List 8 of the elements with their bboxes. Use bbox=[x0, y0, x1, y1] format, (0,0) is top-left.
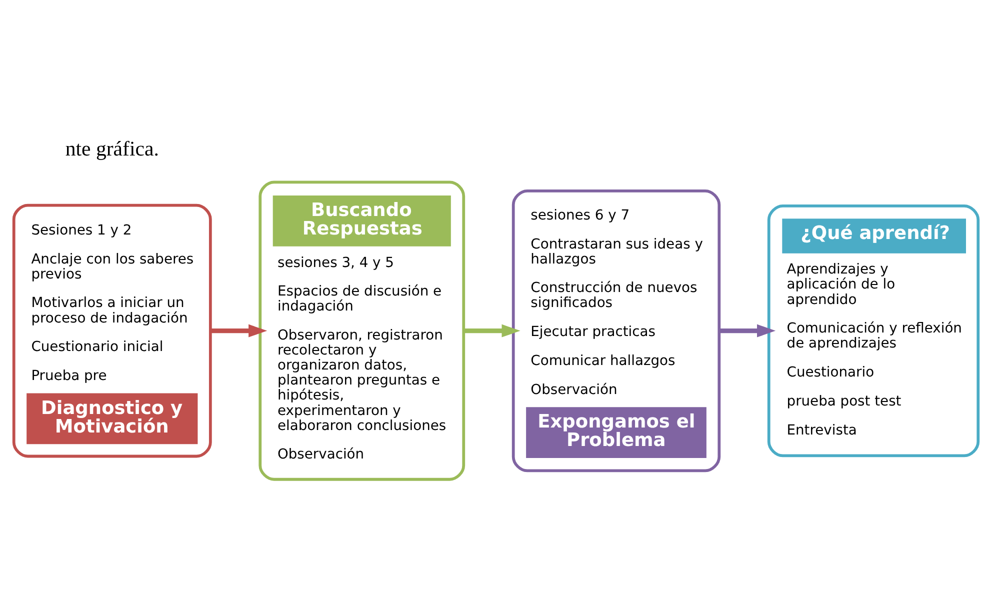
arrow bbox=[719, 324, 776, 337]
node-box: Buscando Respuestas sesiones 3, 4 y 5 Espacios de discusión e indagación Observaron, registraron recolectaron y organizaron datos, plantearon preguntas e hipótesis, experimentaron y elaboraron conclusiones Observación bbox=[258, 180, 466, 480]
label: nte gráfica. bbox=[65, 136, 159, 160]
node-box: sesiones 6 y 7 Contrastaran sus ideas y hallazgos Construcción de nuevos significados Ejecutar practicas Comunicar hallazgos Observación Expongamos el Problema bbox=[512, 188, 721, 472]
arrow bbox=[210, 324, 268, 337]
node-box: ¿Qué aprendí? Aprendizajes y aplicación de lo aprendido Comunicación y reflexión de aprendizajes Cuestionario prueba post test Entrevista bbox=[767, 204, 980, 457]
node-box: Sesiones 1 y 2 Anclaje con los saberes previos Motivarlos a iniciar un proceso de indagación Cuestionario inicial Prueba pre Diagnostico y Motivación bbox=[12, 203, 212, 458]
arrow bbox=[464, 324, 520, 337]
